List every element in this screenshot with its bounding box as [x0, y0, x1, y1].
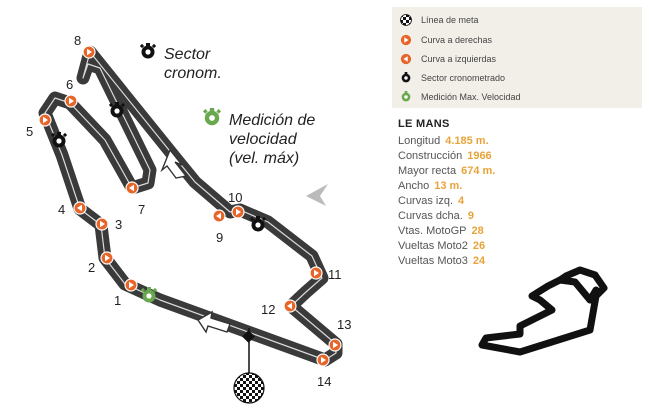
info-label: Mayor recta [398, 165, 457, 177]
info-label: Ancho [398, 180, 430, 192]
info-label: Vueltas Moto3 [398, 255, 468, 267]
info-row: Mayor recta 674 m. [398, 165, 495, 177]
speed-label-line: Medición de [229, 112, 316, 129]
corner-3-marker-icon [95, 217, 109, 231]
info-value: 13 m. [434, 180, 463, 192]
info-row: Ancho 13 m. [398, 180, 462, 192]
corner-number: 7 [138, 202, 145, 217]
direction-arrow-icon [197, 310, 231, 334]
info-value: 4 [458, 195, 465, 207]
info-value: 4.185 m. [445, 135, 489, 147]
corner-4-marker-icon [73, 201, 87, 215]
corner-number: 2 [88, 260, 95, 275]
corner-9-marker-icon [212, 209, 226, 223]
corner-number: 6 [66, 77, 73, 92]
info-value: 24 [472, 255, 486, 267]
info-value: 1966 [467, 150, 492, 162]
track-outline [38, 45, 343, 367]
info-value: 674 m. [461, 165, 496, 177]
corner-1-marker-icon [124, 278, 138, 292]
corner-11-marker-icon [309, 266, 323, 280]
info-row: Curvas dcha. 9 [398, 210, 474, 222]
right-curve-icon [400, 34, 412, 46]
corner-13-marker-icon [328, 338, 342, 352]
corner-8-marker-icon [82, 45, 96, 59]
corner-14-marker-icon [316, 353, 330, 367]
corner-number: 9 [216, 230, 223, 245]
info-label: Construcción [398, 150, 463, 162]
legend-label: Curva a derechas [421, 35, 493, 45]
legend-item: Curva a derechas [400, 33, 492, 47]
corner-6-marker-icon [64, 94, 78, 108]
legend-label: Curva a izquierdas [421, 54, 497, 64]
corner-12-marker-icon [283, 299, 297, 313]
info-row: Vueltas Moto3 24 [398, 255, 485, 267]
legend: Línea de meta Curva a derechas Curva a i… [392, 7, 642, 108]
info-value: 9 [467, 210, 474, 222]
timing-sector-icon [249, 216, 267, 232]
compass-arrow-icon [306, 184, 328, 206]
corner-2-marker-icon [100, 251, 114, 265]
legend-item: Sector cronometrado [400, 71, 505, 85]
legend-item: Medición Max. Velocidad [400, 90, 521, 104]
info-label: Vueltas Moto2 [398, 240, 468, 252]
info-label: Curvas izq. [398, 195, 454, 207]
info-row: Curvas izq. 4 [398, 195, 464, 207]
info-row: Longitud 4.185 m. [398, 135, 489, 147]
legend-label: Medición Max. Velocidad [421, 92, 521, 102]
corner-number: 5 [26, 124, 33, 139]
speed-label-icon [202, 108, 222, 126]
corner-7-marker-icon [125, 181, 139, 195]
info-value: 28 [471, 225, 484, 237]
info-label: Curvas dcha. [398, 210, 463, 222]
direction-arrow-icon [160, 148, 188, 179]
finish-flag-icon [400, 14, 412, 26]
sector-label: Sector cronom. [164, 45, 222, 83]
info-row: Construcción 1966 [398, 150, 492, 162]
corner-number: 11 [328, 267, 342, 282]
sector-label-timer-icon [139, 43, 157, 59]
info-label: Longitud [398, 135, 441, 147]
legend-item: Curva a izquierdas [400, 52, 496, 66]
finish-line-diamond-icon [242, 330, 255, 343]
circuit-title: LE MANS [398, 118, 450, 130]
finish-flag-icon [233, 372, 265, 404]
speed-label: Medición de velocidad (vel. máx) [229, 111, 315, 168]
info-row: Vueltas Moto2 26 [398, 240, 485, 252]
speed-trap-icon [401, 91, 411, 102]
sector-label-line: Sector [164, 46, 211, 63]
corner-number: 1 [114, 293, 121, 308]
info-label: Vtas. MotoGP [398, 225, 467, 237]
corner-number: 12 [261, 302, 275, 317]
corner-10-marker-icon [231, 205, 245, 219]
speed-label-line: (vel. máx) [229, 150, 300, 167]
left-curve-icon [400, 53, 412, 65]
corner-5-marker-icon [38, 113, 52, 127]
corner-number: 3 [115, 217, 122, 232]
legend-item: Línea de meta [400, 13, 479, 27]
legend-label: Línea de meta [421, 15, 479, 25]
corner-number: 8 [74, 33, 81, 48]
info-row: Vtas. MotoGP 28 [398, 225, 484, 237]
legend-label: Sector cronometrado [421, 73, 506, 83]
corner-number: 13 [337, 317, 351, 332]
timing-sector-icon [401, 72, 411, 83]
info-value: 26 [472, 240, 486, 252]
speed-label-line: velocidad [229, 131, 297, 148]
corner-number: 14 [317, 374, 331, 389]
sector-label-line: cronom. [164, 65, 222, 82]
corner-number: 4 [58, 202, 65, 217]
corner-number: 10 [228, 190, 242, 205]
